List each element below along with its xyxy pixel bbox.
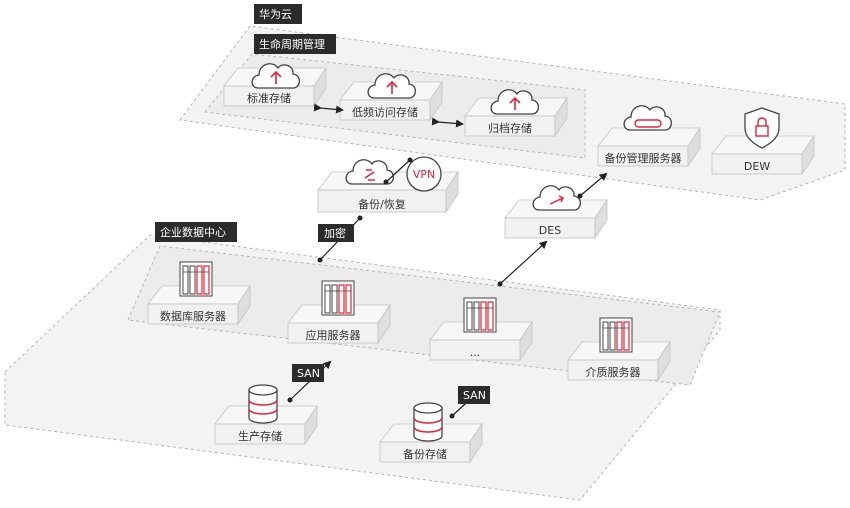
storage-cylinder-icon <box>248 384 278 424</box>
node-label: 标准存储 <box>247 91 291 105</box>
cloud-sync-icon <box>345 159 395 185</box>
zone-tag-lifecycle: 生命周期管理 <box>254 34 336 54</box>
node-des: DES <box>504 185 608 239</box>
node-label: DEW <box>744 160 770 173</box>
tag-san-label: SAN <box>463 389 486 402</box>
vpn-icon: VPN <box>406 156 442 192</box>
node-standard-storage: 标准存储 <box>223 62 327 107</box>
node-label: 应用服务器 <box>306 328 361 342</box>
tag-encrypt-label: 加密 <box>324 226 346 240</box>
shield-lock-icon <box>744 107 780 149</box>
node-label: 备份/恢复 <box>358 197 406 211</box>
node-db-server: 数据库服务器 <box>147 261 251 325</box>
node-prod-storage: 生产存储 <box>214 384 318 445</box>
zone-tag-datacenter: 企业数据中心 <box>155 222 237 242</box>
node-label: 备份管理服务器 <box>605 151 682 165</box>
zone-label-datacenter: 企业数据中心 <box>160 225 226 239</box>
tag-encrypt: 加密 <box>318 224 354 242</box>
server-rack-icon <box>463 297 497 333</box>
zone-label-lifecycle: 生命周期管理 <box>259 37 325 51</box>
server-zone-panel <box>127 245 721 386</box>
storage-cylinder-icon <box>413 402 443 442</box>
node-ellipsis-server: ... <box>429 297 533 361</box>
node-label: 备份存储 <box>403 447 447 461</box>
node-app-server: 应用服务器 <box>287 280 391 344</box>
node-backup-storage: 备份存储 <box>379 402 483 463</box>
zone-tag-cloud: 华为云 <box>254 4 302 24</box>
zone-label-cloud: 华为云 <box>259 7 292 21</box>
node-label: 低频访问存储 <box>352 105 418 119</box>
node-dew: DEW <box>711 107 815 175</box>
node-media-server: 介质服务器 <box>567 317 671 381</box>
node-label: 数据库服务器 <box>160 309 226 323</box>
node-label: 介质服务器 <box>586 366 641 379</box>
node-label: DES <box>539 224 561 237</box>
node-backup-restore: VPN 备份/恢复 <box>317 156 459 214</box>
tag-san-label: SAN <box>297 367 320 380</box>
node-archive-storage: 归档存储 <box>464 88 568 137</box>
node-label: 生产存储 <box>238 429 282 443</box>
server-appliance-icon <box>623 105 673 131</box>
node-label: ... <box>470 346 481 359</box>
node-infrequent-storage: 低频访问存储 <box>339 72 443 121</box>
server-rack-icon <box>179 261 213 297</box>
node-backup-mgmt-server: 备份管理服务器 <box>597 105 701 167</box>
server-rack-icon <box>599 317 633 353</box>
server-rack-icon <box>321 280 355 316</box>
node-label: 归档存储 <box>488 121 532 135</box>
tag-san-1: SAN <box>292 364 324 382</box>
tag-san-2: SAN <box>458 386 490 404</box>
cloud-transfer-icon <box>532 185 582 211</box>
vpn-text: VPN <box>413 168 435 181</box>
